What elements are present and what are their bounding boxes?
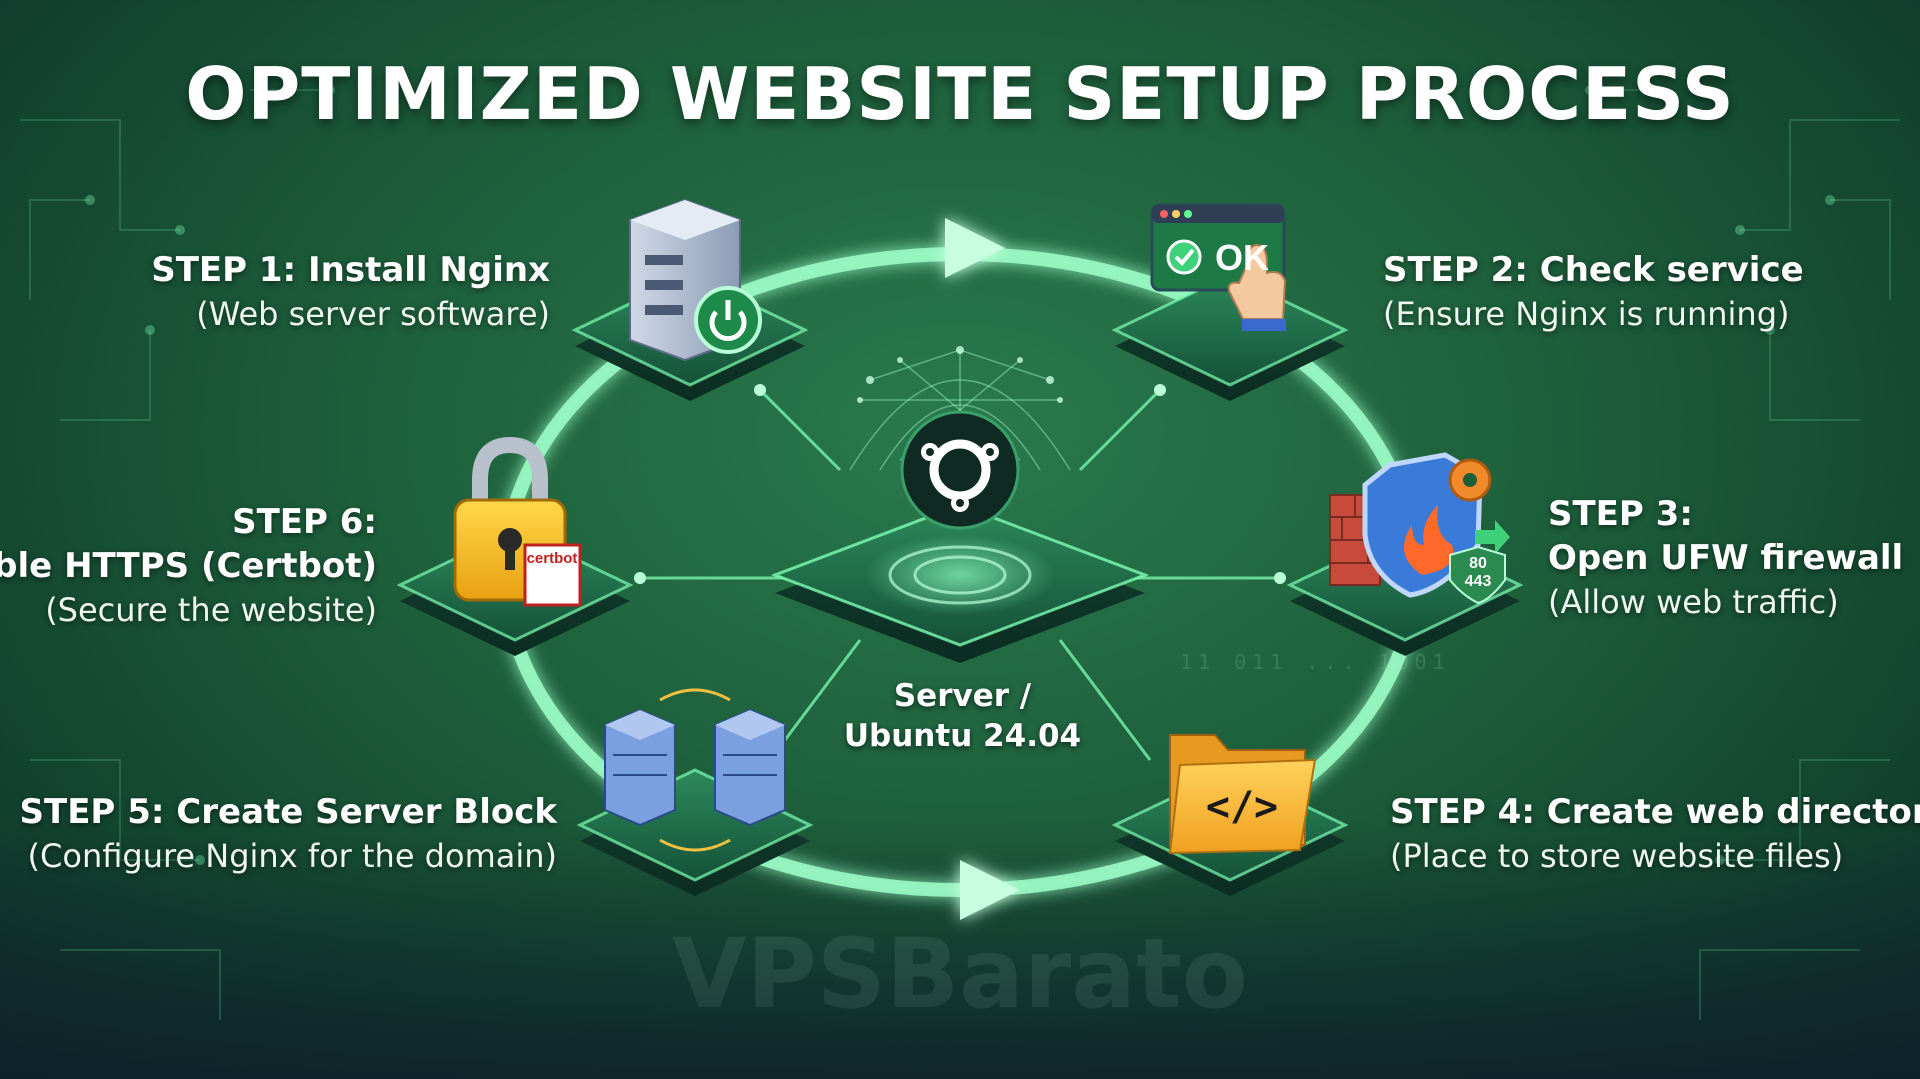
padlock-icon <box>453 436 582 607</box>
step-4-title: STEP 4: Create web directory <box>1390 792 1920 832</box>
page-title: OPTIMIZED WEBSITE SETUP PROCESS <box>185 52 1735 136</box>
step-6-title-line1: STEP 6: <box>232 502 377 542</box>
step-6-title-line2: Enable HTTPS (Certbot) <box>0 546 377 586</box>
step-5-label: STEP 5: Create Server Block (Configure N… <box>20 790 557 878</box>
code-folder-icon: </> <box>1168 734 1317 855</box>
server-power-icon <box>629 198 762 362</box>
server-pair-icon <box>604 688 786 852</box>
step-1-title: STEP 1: Install Nginx <box>151 250 550 290</box>
step-6-label: STEP 6: Enable HTTPS (Certbot) (Secure t… <box>0 500 377 632</box>
arrow-bottom-icon <box>960 860 1020 920</box>
binary-decoration: 11 011 ... 1001 <box>1180 650 1451 674</box>
step-2-desc: (Ensure Nginx is running) <box>1383 295 1790 333</box>
center-line-2: Ubuntu 24.04 <box>843 718 1082 754</box>
step-5-desc: (Configure Nginx for the domain) <box>27 837 557 875</box>
step-6-desc: (Secure the website) <box>45 591 377 629</box>
port-443-label: 443 <box>1465 573 1492 590</box>
center-line-1: Server / <box>893 678 1032 714</box>
svg-text:</>: </> <box>1206 784 1278 830</box>
step-2-label: STEP 2: Check service (Ensure Nginx is r… <box>1383 248 1804 336</box>
certbot-badge: certbot <box>527 550 578 567</box>
port-80-label: 80 <box>1469 555 1487 572</box>
ok-label: OK <box>1215 237 1269 278</box>
watermark: VPSBarato <box>672 918 1248 1030</box>
center-server-label: Server / Ubuntu 24.04 <box>830 676 1095 756</box>
step-4-label: STEP 4: Create web directory (Place to s… <box>1390 790 1920 878</box>
firewall-shield-icon <box>1329 452 1510 605</box>
arrow-top-icon <box>945 218 1005 278</box>
step-1-label: STEP 1: Install Nginx (Web server softwa… <box>151 248 550 336</box>
step-2-title: STEP 2: Check service <box>1383 250 1804 290</box>
center-platform <box>770 503 1150 663</box>
ubuntu-logo-icon <box>900 410 1020 530</box>
step-3-title-line2: Open UFW firewall <box>1548 538 1904 578</box>
step-1-desc: (Web server software) <box>196 295 550 333</box>
circuit-decoration <box>20 89 1900 1020</box>
step-4-desc: (Place to store website files) <box>1390 837 1844 875</box>
step-5-title: STEP 5: Create Server Block <box>19 792 557 832</box>
ok-window-click-icon <box>1150 203 1287 331</box>
step-3-label: STEP 3: Open UFW firewall (Allow web tra… <box>1548 492 1903 624</box>
step-3-title-line1: STEP 3: <box>1548 494 1693 534</box>
step-3-desc: (Allow web traffic) <box>1548 583 1839 621</box>
